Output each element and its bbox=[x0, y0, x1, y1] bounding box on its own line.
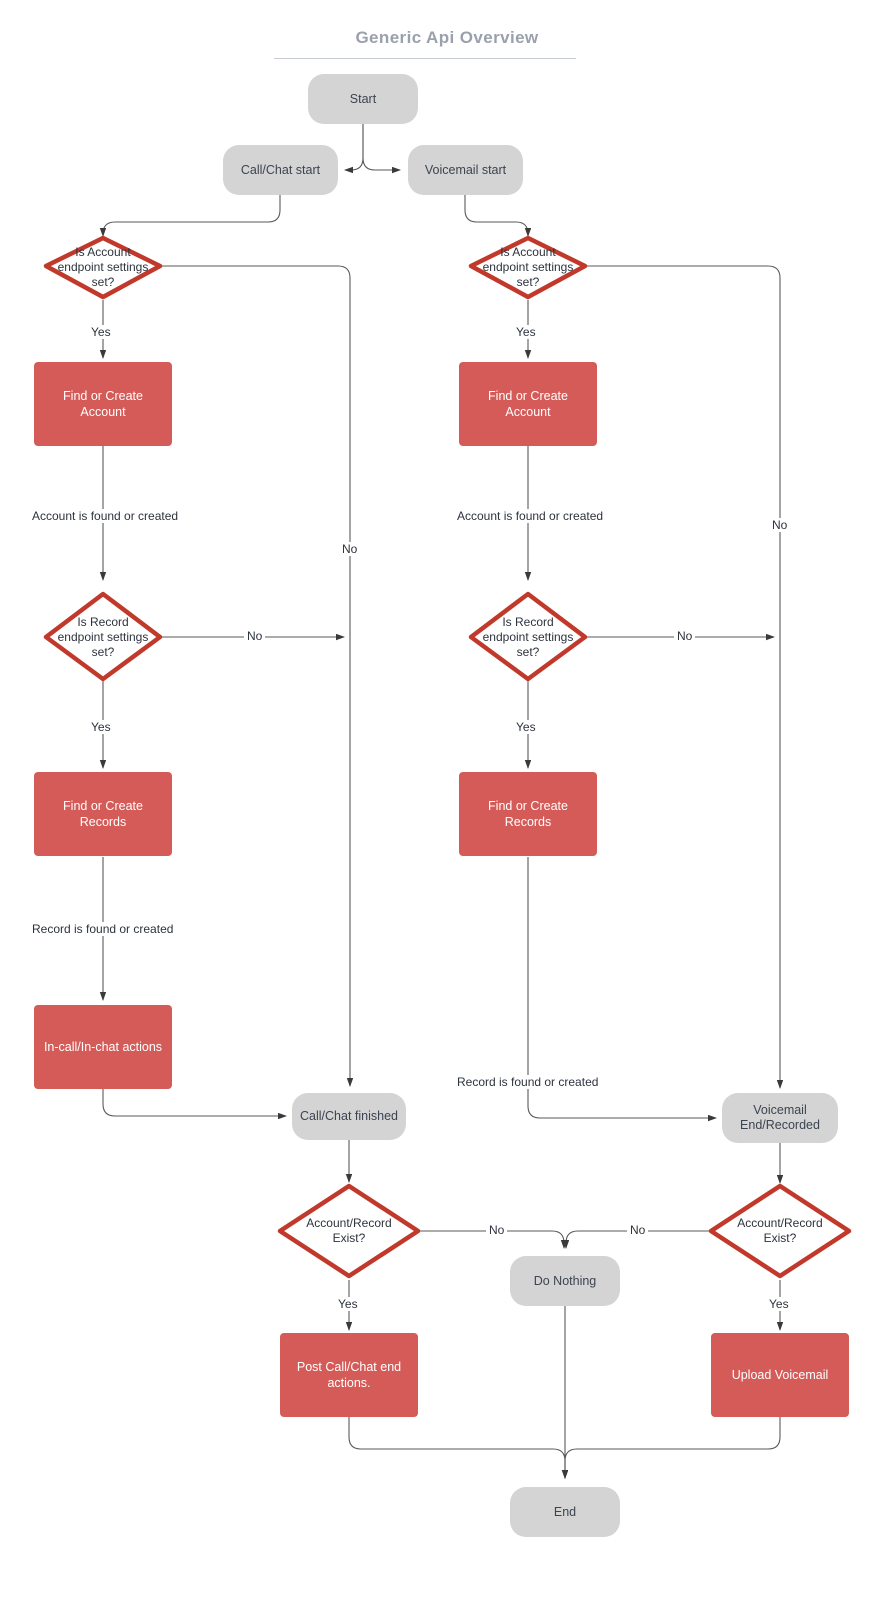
node-do-nothing[interactable]: Do Nothing bbox=[510, 1256, 620, 1306]
node-find-or-create-records-right-label: Find or Create Records bbox=[488, 799, 568, 829]
node-voicemail-end-recorded[interactable]: Voicemail End/Recorded bbox=[722, 1093, 838, 1143]
edge-label-record-found-right: Record is found or created bbox=[454, 1075, 602, 1089]
edge-label-no-record-left: No bbox=[244, 629, 266, 643]
node-account-record-exist-right[interactable]: Account/Record Exist? bbox=[710, 1203, 850, 1259]
node-is-account-endpoint-right-line1: Is Account bbox=[500, 244, 556, 259]
node-is-record-endpoint-left-line3: set? bbox=[91, 644, 115, 659]
node-call-chat-start-label: Call/Chat start bbox=[240, 162, 321, 177]
edge-label-yes-exist-right: Yes bbox=[766, 1297, 792, 1311]
node-post-call-chat-end-actions[interactable]: Post Call/Chat end actions. bbox=[280, 1333, 418, 1417]
page-title: Generic Api Overview bbox=[355, 28, 539, 47]
node-voicemail-start-label: Voicemail start bbox=[424, 162, 507, 177]
node-account-record-exist-left-line1: Account/Record bbox=[306, 1216, 392, 1230]
node-call-chat-finished[interactable]: Call/Chat finished bbox=[292, 1093, 406, 1140]
node-is-account-endpoint-right-line2: endpoint settings bbox=[482, 259, 574, 274]
node-is-record-endpoint-left[interactable]: Is Record endpoint settings set? bbox=[33, 608, 173, 666]
edge-label-yes-account-right: Yes bbox=[513, 325, 539, 339]
node-voicemail-end-recorded-line2: End/Recorded bbox=[740, 1118, 820, 1132]
node-voicemail-start[interactable]: Voicemail start bbox=[408, 145, 523, 195]
node-is-account-endpoint-right[interactable]: Is Account endpoint settings set? bbox=[458, 238, 598, 296]
node-upload-voicemail[interactable]: Upload Voicemail bbox=[711, 1333, 849, 1417]
edge-label-yes-record-right: Yes bbox=[513, 720, 539, 734]
edge-label-no-exist-left: No bbox=[486, 1223, 508, 1237]
node-start[interactable]: Start bbox=[308, 74, 418, 124]
node-in-call-in-chat-actions[interactable]: In-call/In-chat actions bbox=[34, 1005, 172, 1089]
edge-label-yes-exist-left: Yes bbox=[335, 1297, 361, 1311]
node-find-or-create-account-left[interactable]: Find or Create Account bbox=[34, 362, 172, 446]
node-find-or-create-account-left-label: Find or Create Account bbox=[63, 389, 143, 419]
node-is-record-endpoint-left-line2: endpoint settings bbox=[57, 629, 149, 644]
node-account-record-exist-right-line1: Account/Record bbox=[737, 1216, 823, 1230]
node-is-record-endpoint-right-line1: Is Record bbox=[502, 614, 554, 629]
edge-label-record-found-left: Record is found or created bbox=[29, 922, 177, 936]
edge-label-no-exist-right: No bbox=[627, 1223, 649, 1237]
edge-label-yes-account-left: Yes bbox=[88, 325, 114, 339]
node-voicemail-end-recorded-line1: Voicemail bbox=[753, 1103, 807, 1117]
node-find-or-create-account-right-label: Find or Create Account bbox=[488, 389, 568, 419]
node-find-or-create-records-right[interactable]: Find or Create Records bbox=[459, 772, 597, 856]
node-post-call-chat-end-actions-line1: Post Call/Chat end bbox=[296, 1360, 402, 1374]
node-account-record-exist-right-line2: Exist? bbox=[763, 1231, 797, 1245]
node-end-label: End bbox=[553, 1504, 577, 1519]
node-end[interactable]: End bbox=[510, 1487, 620, 1537]
node-upload-voicemail-label: Upload Voicemail bbox=[731, 1368, 829, 1382]
edge-label-no-account-right: No bbox=[769, 518, 791, 532]
node-is-account-endpoint-left-line2: endpoint settings bbox=[57, 259, 149, 274]
node-in-call-in-chat-actions-label: In-call/In-chat actions bbox=[43, 1040, 163, 1054]
node-call-chat-finished-label: Call/Chat finished bbox=[300, 1109, 398, 1123]
title-divider bbox=[274, 58, 576, 59]
node-find-or-create-account-right[interactable]: Find or Create Account bbox=[459, 362, 597, 446]
node-is-account-endpoint-left-line3: set? bbox=[91, 274, 115, 289]
edge-label-account-found-left: Account is found or created bbox=[29, 509, 182, 523]
edge-label-no-account-left: No bbox=[339, 542, 361, 556]
node-is-record-endpoint-right[interactable]: Is Record endpoint settings set? bbox=[458, 608, 598, 666]
node-find-or-create-records-left-label: Find or Create Records bbox=[63, 799, 143, 829]
node-do-nothing-label: Do Nothing bbox=[533, 1273, 597, 1288]
edge-label-account-found-right: Account is found or created bbox=[454, 509, 607, 523]
node-start-label: Start bbox=[349, 91, 377, 106]
node-is-account-endpoint-left[interactable]: Is Account endpoint settings set? bbox=[33, 238, 173, 296]
edge-label-no-record-right: No bbox=[674, 629, 696, 643]
node-is-record-endpoint-right-line2: endpoint settings bbox=[482, 629, 574, 644]
node-is-account-endpoint-right-line3: set? bbox=[516, 274, 540, 289]
node-is-record-endpoint-right-line3: set? bbox=[516, 644, 540, 659]
edge-label-yes-record-left: Yes bbox=[88, 720, 114, 734]
node-is-record-endpoint-left-line1: Is Record bbox=[77, 614, 129, 629]
node-account-record-exist-left[interactable]: Account/Record Exist? bbox=[279, 1203, 419, 1259]
node-find-or-create-records-left[interactable]: Find or Create Records bbox=[34, 772, 172, 856]
node-call-chat-start[interactable]: Call/Chat start bbox=[223, 145, 338, 195]
node-account-record-exist-left-line2: Exist? bbox=[332, 1231, 366, 1245]
node-post-call-chat-end-actions-line2: actions. bbox=[327, 1376, 371, 1390]
node-is-account-endpoint-left-line1: Is Account bbox=[75, 244, 131, 259]
